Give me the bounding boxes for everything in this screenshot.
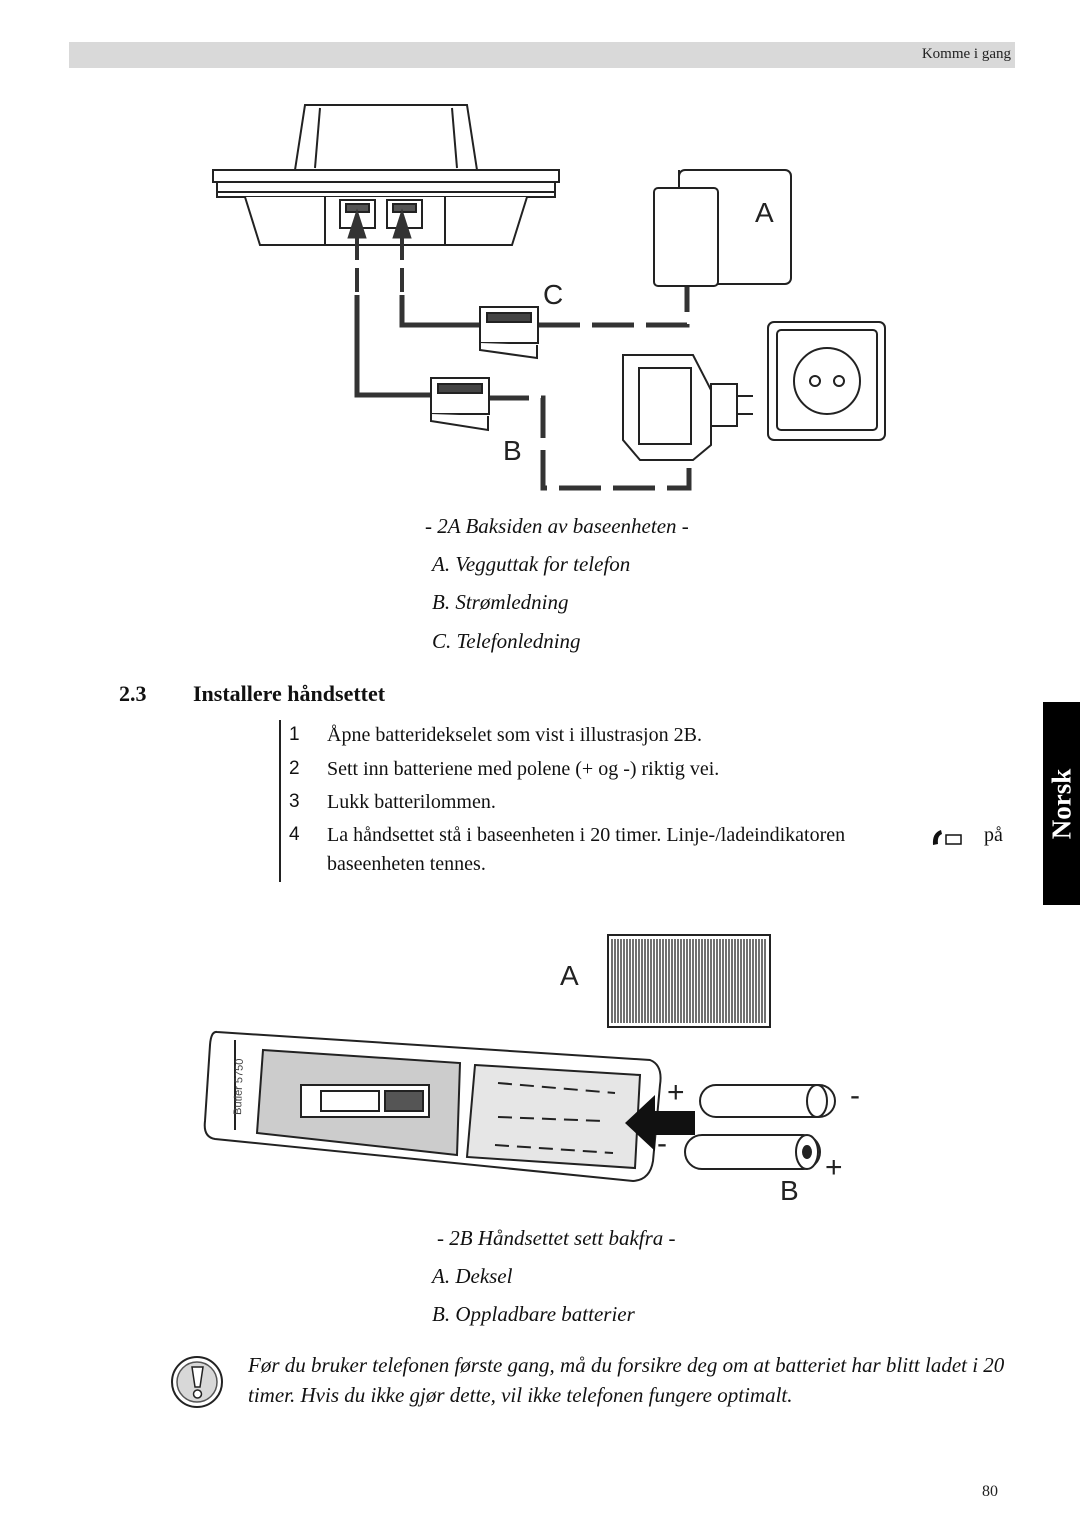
phone-plug-b: [430, 377, 490, 432]
figure1-label-a: A: [755, 197, 774, 228]
power-wall-outlet: [767, 321, 886, 441]
step-text: La håndsettet stå i baseenheten i 20 tim…: [327, 824, 846, 846]
caption-2a-title: - 2A Baksiden av baseenheten -: [425, 514, 689, 538]
base-unit-connection-diagram: A C B: [212, 104, 886, 491]
step-text-line2: baseenheten tennes.: [327, 853, 486, 875]
figure1-label-b: B: [503, 435, 522, 466]
page-number: 80: [982, 1483, 998, 1500]
step-text-after-icon: på: [984, 824, 1003, 846]
step-text: Lukk batterilommen.: [327, 791, 496, 813]
caption-2a-item-c: C. Telefonledning: [432, 629, 581, 653]
line-charge-indicator-icon: [932, 830, 962, 845]
base-unit: [212, 104, 560, 246]
battery-top: [699, 1084, 836, 1118]
step-number: 3: [289, 791, 300, 812]
minus-sign-bottom: -: [657, 1127, 667, 1160]
step-number: 1: [289, 724, 300, 745]
steps-margin-rule: [279, 720, 281, 882]
caption-2b-item-b: B. Oppladbare batterier: [432, 1302, 635, 1326]
step-number: 2: [289, 758, 300, 779]
caption-2b-title: - 2B Håndsettet sett bakfra -: [437, 1226, 676, 1250]
phone-plug-c: [479, 306, 539, 360]
step-number: 4: [289, 824, 300, 845]
header-section-title: Komme i gang: [921, 46, 1011, 62]
plus-sign-top: +: [667, 1076, 685, 1109]
step-4: 4 La håndsettet stå i baseenheten i 20 t…: [289, 824, 1009, 884]
note-text: Før du bruker telefonen første gang, må …: [248, 1353, 1005, 1407]
handset-battery-diagram: Butler 5750 A + - - + B: [203, 934, 860, 1206]
figure1-label-c: C: [543, 279, 563, 310]
section-title: Installere håndsettet: [193, 681, 386, 706]
step-text: Sett inn batteriene med polene (+ og -) …: [327, 758, 720, 780]
figure2-label-b: B: [780, 1175, 799, 1206]
handset-brand-label: Butler 5750: [232, 1058, 246, 1115]
insert-arrow-icon: [625, 1095, 695, 1151]
battery-bottom: [684, 1134, 821, 1170]
handset: [203, 1030, 662, 1183]
caption-2b-item-a: A. Deksel: [432, 1264, 513, 1288]
arrows-to-jacks: [347, 208, 412, 292]
phone-cable: [399, 285, 690, 328]
battery-cover-a: [607, 934, 771, 1028]
caption-2a-item-a: A. Vegguttak for telefon: [432, 552, 631, 576]
power-adapter: [622, 354, 753, 461]
telephone-wall-socket-a: [653, 169, 792, 287]
plus-sign-bottom: +: [825, 1151, 843, 1184]
caption-2a-item-b: B. Strømledning: [432, 590, 569, 614]
minus-sign-top: -: [850, 1079, 860, 1112]
language-side-tab: Norsk: [1043, 702, 1080, 905]
section-number: 2.3: [119, 681, 147, 706]
figure2-label-a: A: [560, 960, 579, 991]
language-label: Norsk: [1046, 768, 1076, 839]
step-text: Åpne batteridekselet som vist i illustra…: [327, 724, 702, 746]
power-cable: [354, 295, 692, 491]
header-bar: Komme i gang: [69, 42, 1015, 68]
exclamation-icon: [171, 1356, 223, 1408]
